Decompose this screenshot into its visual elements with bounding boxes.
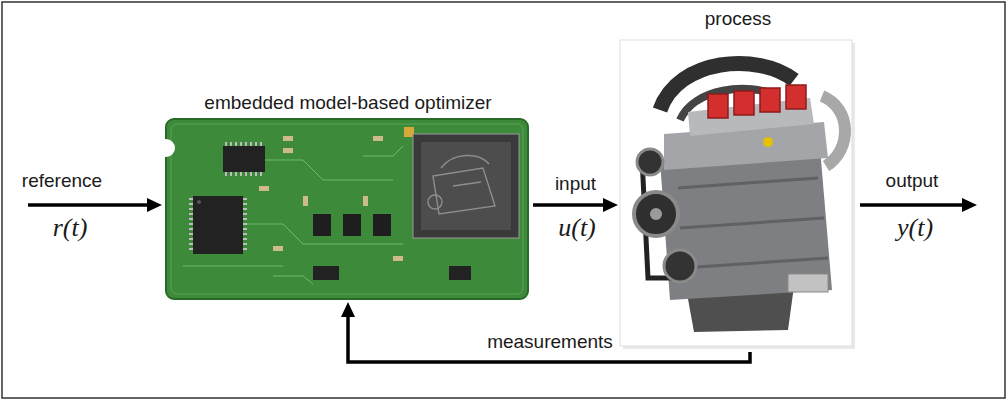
illustration-part [273,276,313,284]
illustration-part [788,274,828,292]
illustration-part [171,124,523,294]
illustration-part [313,266,339,280]
illustration-part [441,155,489,168]
engine-illustration [618,38,858,352]
edge-label: measurements [484,331,616,353]
reference-arrow [28,203,147,207]
illustration-part [708,94,728,118]
illustration-part [189,198,193,252]
illustration-part [660,148,832,300]
illustration-part [183,266,283,267]
signal-symbol: u(t) [558,213,596,243]
illustration-part [263,160,393,180]
signal-symbol: r(t) [53,213,88,243]
illustration-part [413,134,519,238]
node-heading: embedded model-based optimizer [163,92,533,114]
illustration-part [822,96,845,166]
illustration-part [428,155,495,214]
illustration-part [183,146,403,284]
node-heading: process [618,8,858,30]
illustration-part [303,196,308,206]
illustration-part [373,136,383,141]
optimizer-board: embedded model-based optimizer [163,92,533,302]
pcb-illustration [163,116,531,302]
illustration-part [193,196,243,254]
illustration-part [433,168,495,214]
illustration-part [313,214,331,236]
illustration-part [763,137,773,147]
illustration-part [637,149,663,175]
signal-arrow [533,203,603,207]
illustration-part [393,256,403,261]
illustration-part [259,186,269,191]
illustration-part [225,172,263,176]
illustration-part [760,88,780,112]
illustration-part [166,119,528,299]
illustration-part [449,266,471,280]
illustration-part [428,195,442,209]
illustration-part [343,214,361,236]
illustration-part [273,246,283,251]
illustration-part [283,148,293,153]
illustration-part [163,139,175,157]
illustration-part [650,208,662,220]
illustration-part [259,136,403,261]
illustration-part [243,198,247,252]
signal-name: reference [22,170,102,192]
illustration-part [620,40,852,346]
illustration-part [197,200,201,204]
process-engine: process [618,8,858,352]
illustration-part [453,182,481,186]
signal-name: output [886,170,939,192]
signal-symbol: y(t) [897,213,933,243]
illustration-part [363,146,403,156]
illustration-part [678,178,828,268]
illustration-part [786,85,806,109]
edge-label: input [552,173,599,195]
illustration-part [708,85,806,118]
illustration-part [421,142,511,230]
illustration-part [283,136,293,141]
illustration-part [634,192,678,236]
output-arrow [860,203,962,207]
illustration-part [734,91,754,115]
illustration-part [664,250,696,282]
illustration-part [223,146,265,172]
illustration-part [225,142,263,146]
illustration-part [373,214,391,236]
illustration-part [363,196,368,206]
